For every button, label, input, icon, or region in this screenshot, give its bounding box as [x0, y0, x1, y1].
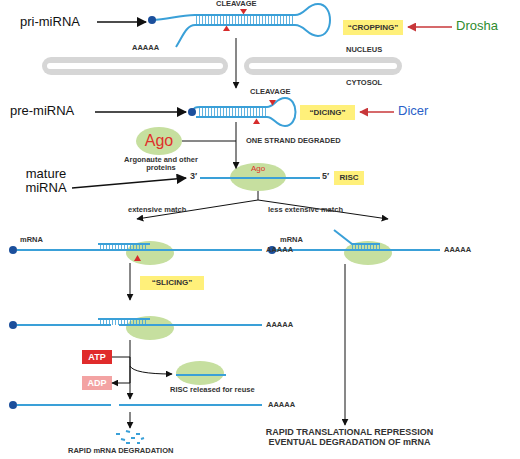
rna-strand — [152, 15, 295, 20]
hairpin-loop — [295, 4, 330, 36]
branch-label: less extensive match — [268, 206, 343, 214]
mirna-strand — [176, 374, 226, 376]
poly-a-tail: AAAAA — [266, 321, 293, 329]
node-text: ATP — [88, 353, 105, 362]
step-tag: “SLICING” — [140, 276, 204, 290]
rna-cap — [148, 16, 156, 24]
flow-arrow — [130, 340, 131, 399]
flow-arrow — [130, 263, 131, 300]
compartment-label: NUCLEUS — [346, 46, 382, 54]
poly-a-tail: AAAAA — [266, 246, 293, 254]
node-text: Ago — [251, 165, 265, 173]
node-text: “SLICING” — [152, 279, 192, 287]
cleavage-mark — [269, 100, 276, 106]
energy-tag: ATP — [82, 350, 112, 364]
cleavage-mark — [253, 119, 260, 125]
node-text: RISC — [339, 174, 358, 182]
risc-blob: Ago — [230, 163, 286, 191]
risc-complex — [176, 361, 224, 385]
protein-blob: Ago — [136, 127, 182, 155]
poly-a-tail: AAAAA — [444, 246, 471, 254]
stage-label: pre-miRNA — [10, 104, 74, 118]
protein-note: Argonaute and other proteins — [122, 156, 200, 173]
cleavage-label: CLEAVAGE — [216, 0, 257, 8]
blob-shape — [136, 127, 182, 155]
mirna-strand — [98, 243, 150, 245]
step-tag: “CROPPING” — [343, 20, 403, 35]
strand-end: 3′ — [190, 172, 197, 182]
mrna-fragment — [119, 404, 262, 406]
flow-connector — [112, 357, 130, 383]
degraded-fragments — [116, 431, 144, 443]
energy-tag: ADP — [82, 376, 112, 390]
node-text: Ago — [145, 133, 173, 149]
pointer-arrow — [97, 21, 146, 23]
nuclear-membrane — [244, 57, 402, 75]
flow-arrow — [258, 200, 388, 219]
flow-arrow — [137, 191, 258, 219]
rna-cap — [188, 108, 196, 116]
rna-cap — [9, 246, 17, 254]
compartment-label: CYTOSOL — [346, 79, 382, 87]
flow-arrow — [345, 264, 346, 425]
nuclear-membrane — [249, 63, 397, 69]
flow-arrow — [130, 412, 131, 428]
release-arrow — [130, 366, 172, 374]
stage-label: pri-miRNA — [20, 15, 80, 29]
nuclear-membrane — [42, 57, 228, 75]
pointer-arrow — [95, 111, 186, 113]
complex-tag: RISC — [334, 171, 364, 185]
step-tag: “DICING” — [300, 105, 355, 120]
rna-strand — [196, 116, 267, 118]
mrna-fragment — [17, 404, 111, 406]
mirna-strand — [334, 230, 380, 244]
rna-cap — [9, 401, 17, 409]
flow-arrow — [236, 38, 237, 88]
poly-a-tail: AAAAA — [132, 44, 159, 52]
mirna-strand — [98, 318, 150, 320]
branch-label: extensive match — [128, 206, 186, 214]
node-text: ADP — [87, 379, 106, 388]
strand-end: 5′ — [322, 172, 329, 182]
outcome-label: RAPID TRANSLATIONAL REPRESSION EVENTUAL … — [252, 428, 447, 448]
node-text: “CROPPING” — [348, 24, 399, 32]
blob-shape — [230, 163, 286, 191]
poly-a-tail: AAAAA — [268, 401, 295, 409]
rna-cap — [9, 321, 17, 329]
mrna-label: mRNA — [280, 236, 303, 244]
flow-connector — [182, 141, 236, 168]
enzyme-name: Dicer — [398, 104, 428, 118]
node-text: “DICING” — [310, 109, 346, 117]
hairpin-loop — [267, 98, 296, 126]
mrna-fragment — [17, 324, 111, 326]
nuclear-membrane — [47, 63, 223, 69]
outcome-label: RAPID mRNA DEGRADATION — [68, 447, 173, 455]
enzyme-arrow — [360, 111, 394, 113]
stage-label: mature miRNA — [14, 167, 78, 196]
step-note: ONE STRAND DEGRADED — [246, 137, 341, 145]
mrna-label: mRNA — [20, 236, 43, 244]
cleavage-mark — [240, 9, 247, 15]
pointer-arrow — [72, 178, 186, 188]
release-note: RISC released for reuse — [170, 386, 255, 394]
cleavage-mark — [134, 255, 141, 261]
enzyme-arrow — [408, 26, 452, 28]
rna-strand — [192, 107, 267, 112]
base-pairs — [195, 15, 295, 25]
base-pairs — [199, 107, 267, 117]
enzyme-name: Drosha — [456, 19, 498, 33]
cleavage-label: CLEAVAGE — [250, 88, 291, 96]
cleavage-mark — [223, 26, 230, 32]
flow-line — [236, 122, 237, 141]
